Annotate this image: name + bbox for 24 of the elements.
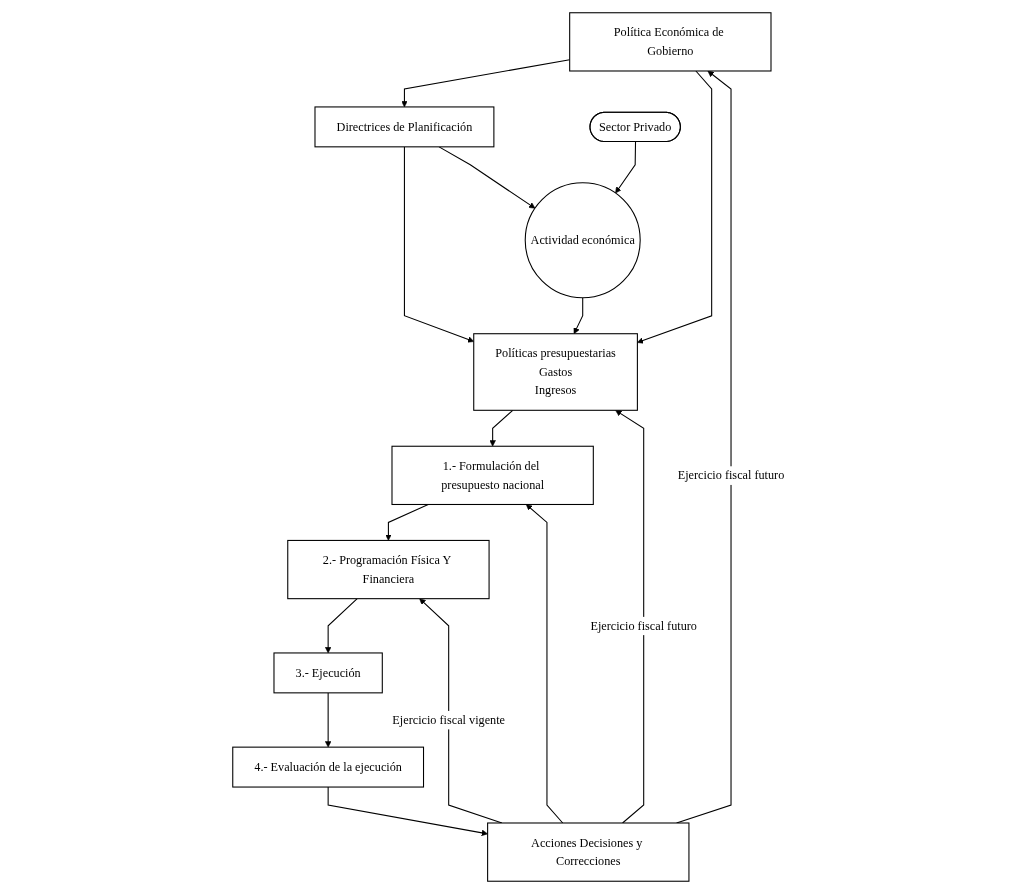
arrow — [385, 503, 429, 541]
edge-label: Ejercicio fiscal vigente — [392, 712, 505, 727]
node-box: Política Económica de Gobierno — [569, 11, 772, 72]
arrow — [525, 503, 564, 824]
arrow — [637, 69, 713, 344]
arrow — [327, 786, 488, 836]
node-box: 4.- Evaluación de la ejecución — [232, 746, 425, 788]
edge-label: Ejercicio fiscal futuro — [590, 618, 697, 632]
arrow — [438, 145, 536, 209]
arrow — [615, 409, 645, 824]
arrow — [324, 691, 332, 747]
node-box: 2.- Programación Física Y Financiera — [287, 539, 490, 599]
arrow — [615, 140, 637, 193]
node-box: Directrices de Planificación — [314, 105, 495, 147]
node-box: 1.- Formulación del presupuesto nacional — [391, 445, 594, 505]
node-box: Políticas presupuestarias Gastos Ingresos — [473, 332, 638, 411]
arrow — [403, 145, 474, 342]
arrow — [489, 409, 514, 447]
arrow — [324, 597, 358, 653]
node-box: Acciones Decisiones y Correcciones — [487, 821, 690, 882]
arrow — [573, 296, 584, 334]
node-box: 3.- Ejecución — [273, 651, 383, 693]
edge-label: Ejercicio fiscal futuro — [677, 467, 785, 482]
node-circle: Actividad económica — [524, 181, 641, 298]
